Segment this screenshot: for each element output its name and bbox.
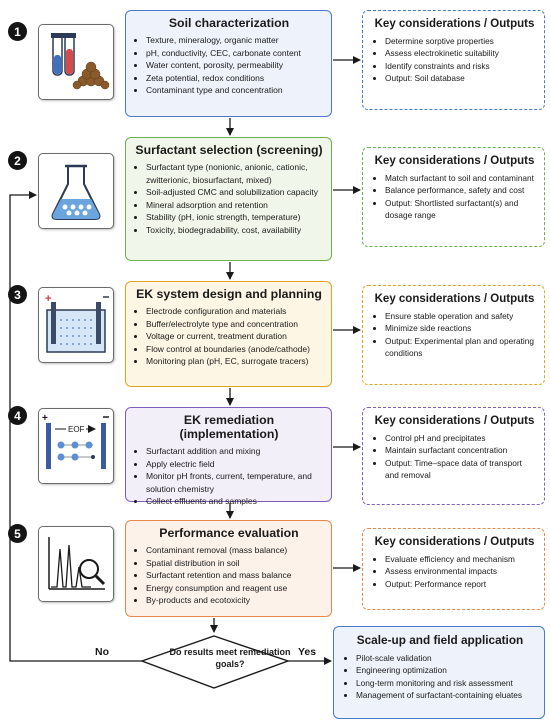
list-item: Spatial distribution in soil [146, 557, 324, 570]
list-item: Electrode configuration and materials [146, 305, 324, 318]
list-item: Monitoring plan (pH, EC, surrogate trace… [146, 355, 324, 368]
soil-sample-icon [38, 24, 114, 100]
list-item: Water content, porosity, permeability [146, 59, 324, 72]
list-item: Soil-adjusted CMC and solubilization cap… [146, 186, 324, 199]
step-soil-characterization: Soil characterization Texture, mineralog… [125, 10, 332, 117]
step-title: Soil characterization [168, 16, 290, 30]
list-item: Pilot-scale validation [356, 652, 536, 664]
list-item: Assess environmental impacts [385, 565, 536, 577]
list-item: Maintain surfactant concentration [385, 444, 536, 456]
list-item: Stability (pH, ionic strength, temperatu… [146, 211, 324, 224]
list-item: Surfactant addition and mixing [146, 445, 324, 458]
list-item: Monitor pH fronts, current, temperature,… [146, 470, 324, 495]
list-item: Assess electrokinetic suitability [385, 47, 536, 59]
list-item: Mineral adsorption and retention [146, 199, 324, 212]
list-item: Engineering optimization [356, 664, 536, 676]
list-item: Output: Shortlisted surfactant(s) and do… [385, 197, 536, 222]
step-number-4: 4 [8, 406, 27, 425]
outputs-title: Key considerations / Outputs [374, 415, 535, 427]
list-item: Surfactant retention and mass balance [146, 569, 324, 582]
decision-question: Do results meet remediation goals? [169, 647, 291, 669]
outputs-box-4: Key considerations / Outputs Control pH … [362, 407, 545, 505]
list-item: Voltage or current, treatment duration [146, 330, 324, 343]
outputs-box-2: Key considerations / Outputs Match surfa… [362, 147, 545, 247]
list-item: Apply electric field [146, 458, 324, 471]
step-number-5: 5 [8, 524, 27, 543]
list-item: Buffer/electrolyte type and concentratio… [146, 318, 324, 331]
list-item: Zeta potential, redox conditions [146, 72, 324, 85]
eof-icon: + EOF [38, 408, 114, 484]
list-item: Flow control at boundaries (anode/cathod… [146, 343, 324, 356]
list-item: Balance performance, safety and cost [385, 184, 536, 196]
step-surfactant-selection: Surfactant selection (screening) Surfact… [125, 137, 332, 261]
list-item: pH, conductivity, CEC, carbonate content [146, 47, 324, 60]
list-item: Toxicity, biodegradability, cost, availa… [146, 224, 324, 237]
list-item: By-products and ecotoxicity [146, 594, 324, 607]
list-item: Output: Time–space data of transport and… [385, 457, 536, 482]
list-item: Surfactant type (nonionic, anionic, cati… [146, 161, 324, 186]
scale-up-title: Scale-up and field application [356, 633, 524, 647]
scale-up-box: Scale-up and field application Pilot-sca… [333, 626, 545, 719]
list-item: Collect effluents and samples [146, 495, 324, 508]
chromatogram-magnifier-icon [38, 526, 114, 602]
list-item: Output: Soil database [385, 72, 536, 84]
list-item: Texture, mineralogy, organic matter [146, 34, 324, 47]
step-number-3: 3 [8, 285, 27, 304]
list-item: Evaluate efficiency and mechanism [385, 553, 536, 565]
step-ek-remediation: EK remediation (implementation) Surfacta… [125, 407, 332, 506]
step-ek-system-design: EK system design and planning Electrode … [125, 281, 332, 387]
list-item: Management of surfactant-containing elua… [356, 689, 536, 701]
no-label: No [95, 646, 109, 658]
yes-label: Yes [298, 646, 317, 658]
list-item: Contaminant removal (mass balance) [146, 544, 324, 557]
outputs-box-1: Key considerations / Outputs Determine s… [362, 10, 545, 110]
flask-icon [38, 153, 114, 229]
list-item: Output: Experimental plan and operating … [385, 335, 536, 360]
outputs-title: Key considerations / Outputs [374, 293, 535, 305]
outputs-box-3: Key considerations / Outputs Ensure stab… [362, 285, 545, 385]
step-title: Performance evaluation [159, 526, 299, 540]
svg-text:+: + [42, 413, 48, 424]
list-item: Energy consumption and reagent use [146, 582, 324, 595]
outputs-title: Key considerations / Outputs [374, 18, 535, 30]
step-number-1: 1 [8, 22, 27, 41]
list-item: Ensure stable operation and safety [385, 310, 536, 322]
list-item: Match surfactant to soil and contaminant [385, 172, 536, 184]
list-item: Output: Performance report [385, 578, 536, 590]
list-item: Long-term monitoring and risk assessment [356, 677, 536, 689]
list-item: Contaminant type and concentration [146, 84, 324, 97]
outputs-title: Key considerations / Outputs [374, 155, 535, 167]
outputs-box-5: Key considerations / Outputs Evaluate ef… [362, 528, 545, 610]
svg-text:+: + [45, 293, 51, 305]
eof-label: EOF [68, 425, 85, 434]
step-title: Surfactant selection (screening) [135, 143, 323, 157]
step-performance-evaluation: Performance evaluation Contaminant remov… [125, 520, 332, 617]
step-number-2: 2 [8, 151, 27, 170]
outputs-title: Key considerations / Outputs [374, 536, 535, 548]
list-item: Determine sorptive properties [385, 35, 536, 47]
ek-cell-icon: + [38, 287, 114, 363]
step-title: EK system design and planning [136, 287, 322, 301]
step-title: EK remediation (implementation) [179, 413, 279, 441]
list-item: Minimize side reactions [385, 322, 536, 334]
list-item: Identify constraints and risks [385, 60, 536, 72]
list-item: Control pH and precipitates [385, 432, 536, 444]
